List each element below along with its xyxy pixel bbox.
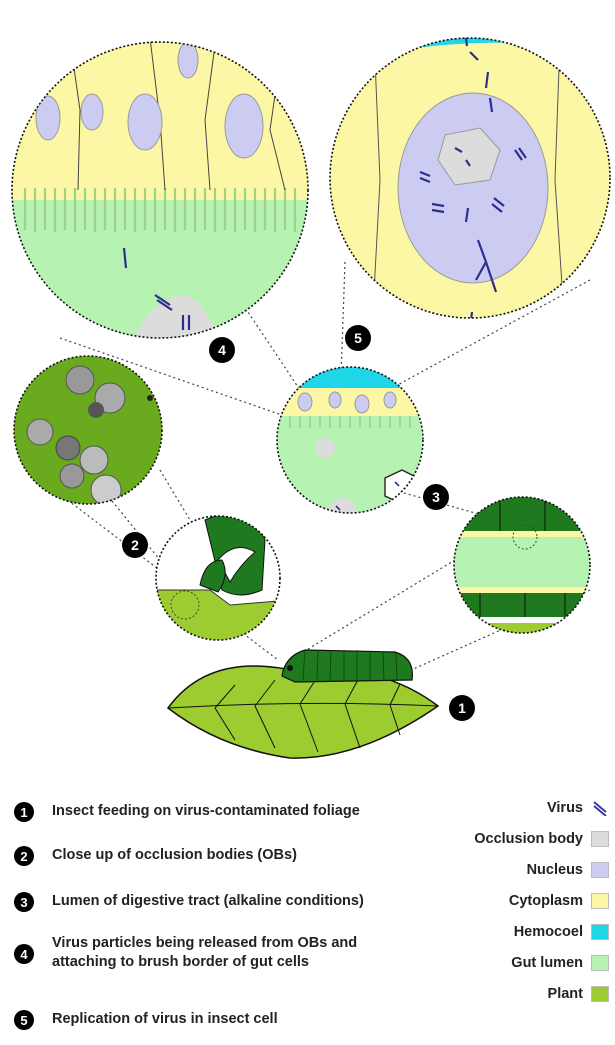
circle-occlusion-bodies xyxy=(10,350,170,510)
step-item-3: 3 Lumen of digestive tract (alkaline con… xyxy=(14,892,364,912)
step-item-2: 2 Close up of occlusion bodies (OBs) xyxy=(14,846,297,866)
virus-icon xyxy=(591,800,609,816)
svg-text:3: 3 xyxy=(432,489,440,505)
key-row-plant: Plant xyxy=(548,986,609,1002)
gut-lumen-swatch xyxy=(591,955,609,971)
key-label: Virus xyxy=(547,800,583,816)
hemocoel-swatch xyxy=(591,924,609,940)
circle-brush-border xyxy=(0,30,320,350)
caterpillar xyxy=(282,650,412,682)
badge-2: 2 xyxy=(122,532,148,558)
step-number-badge: 3 xyxy=(14,892,34,912)
step-item-5: 5 Replication of virus in insect cell xyxy=(14,1010,278,1030)
step-description: Lumen of digestive tract (alkaline condi… xyxy=(52,892,364,911)
step-number-badge: 5 xyxy=(14,1010,34,1030)
step-description: Close up of occlusion bodies (OBs) xyxy=(52,846,297,865)
badge-4: 4 xyxy=(209,337,235,363)
cytoplasm-swatch xyxy=(591,893,609,909)
badge-3: 3 xyxy=(423,484,449,510)
badge-1: 1 xyxy=(449,695,475,721)
badge-5: 5 xyxy=(345,325,371,351)
svg-text:4: 4 xyxy=(218,342,226,358)
circle-gut-lumen xyxy=(270,360,440,530)
infection-cycle-diagram: 4 5 2 3 1 xyxy=(0,0,615,790)
nucleus-swatch xyxy=(591,862,609,878)
step-number-badge: 1 xyxy=(14,802,34,822)
svg-text:5: 5 xyxy=(354,330,362,346)
step-number-badge: 2 xyxy=(14,846,34,866)
circle-gut-section xyxy=(450,495,600,640)
key-row-cytoplasm: Cytoplasm xyxy=(509,893,609,909)
key-row-hemocoel: Hemocoel xyxy=(514,924,609,940)
step-description: Virus particles being released from OBs … xyxy=(52,934,412,972)
step-item-4: 4 Virus particles being released from OB… xyxy=(14,934,434,972)
svg-text:2: 2 xyxy=(131,537,139,553)
step-description: Replication of virus in insect cell xyxy=(52,1010,278,1029)
svg-text:1: 1 xyxy=(458,700,466,716)
key-row-virus: Virus xyxy=(547,800,609,816)
key-row-occlusion-body: Occlusion body xyxy=(474,831,609,847)
plant-swatch xyxy=(591,986,609,1002)
key-row-nucleus: Nucleus xyxy=(527,862,609,878)
step-item-1: 1 Insect feeding on virus-contaminated f… xyxy=(14,802,360,822)
key-row-gut-lumen: Gut lumen xyxy=(511,955,609,971)
circle-insect-cell xyxy=(320,30,615,332)
step-number-badge: 4 xyxy=(14,944,34,964)
occlusion-body-swatch xyxy=(591,831,609,847)
circle-mouthparts xyxy=(150,510,290,650)
step-description: Insect feeding on virus-contaminated fol… xyxy=(52,802,360,821)
